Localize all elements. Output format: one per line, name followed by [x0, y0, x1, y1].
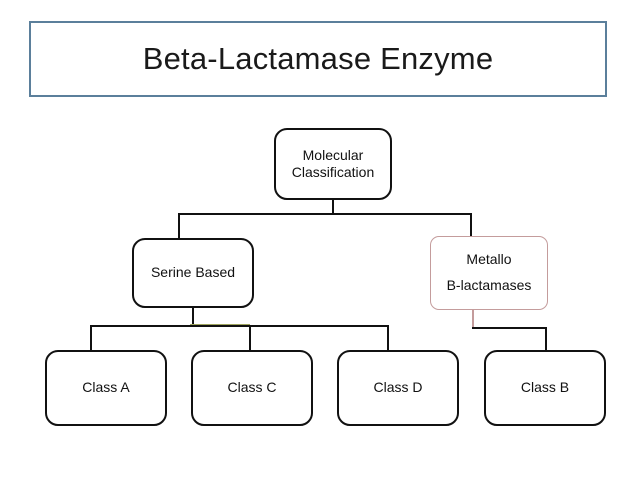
class-a-node-label: Class A — [82, 379, 130, 396]
serine-based-node-label: Serine Based — [150, 264, 236, 281]
connector-serine-stem — [192, 308, 194, 326]
connector-metallo-bar — [472, 327, 546, 329]
connector-root-horizontal-bar — [178, 213, 472, 215]
connector-drop-to-metallo — [470, 213, 472, 237]
root-node-label-line1: Molecular — [302, 146, 364, 163]
class-c-node[interactable]: Class C — [191, 350, 313, 426]
root-node-label-line2: Classification — [291, 164, 375, 180]
class-d-node-label: Class D — [373, 379, 423, 396]
metallo-node-label-line1: Metallo — [466, 251, 512, 268]
page-title: Beta-Lactamase Enzyme — [142, 40, 494, 76]
connector-metallo-stem — [472, 310, 474, 328]
class-b-node-label: Class B — [520, 379, 570, 396]
connector-serine-bar-right — [192, 325, 388, 327]
metallo-node[interactable]: Metallo B-lactamases — [430, 236, 548, 310]
class-c-node-label: Class C — [227, 379, 277, 396]
connector-drop-to-class-a — [90, 325, 92, 350]
serine-based-node[interactable]: Serine Based — [132, 238, 254, 308]
class-d-node[interactable]: Class D — [337, 350, 459, 426]
root-node[interactable]: Molecular Classification — [274, 128, 392, 200]
class-a-node[interactable]: Class A — [45, 350, 167, 426]
connector-drop-to-class-c — [249, 325, 251, 350]
connector-serine-bar-left — [90, 325, 192, 327]
connector-root-stem — [332, 200, 334, 214]
connector-drop-to-class-d — [387, 325, 389, 350]
metallo-node-label-line2: B-lactamases — [446, 277, 532, 293]
slide-title-box: Beta-Lactamase Enzyme — [29, 21, 607, 97]
class-b-node[interactable]: Class B — [484, 350, 606, 426]
connector-drop-to-serine — [178, 213, 180, 239]
connector-drop-to-class-b — [545, 327, 547, 350]
connector-serine-bar-highlight — [190, 324, 250, 326]
